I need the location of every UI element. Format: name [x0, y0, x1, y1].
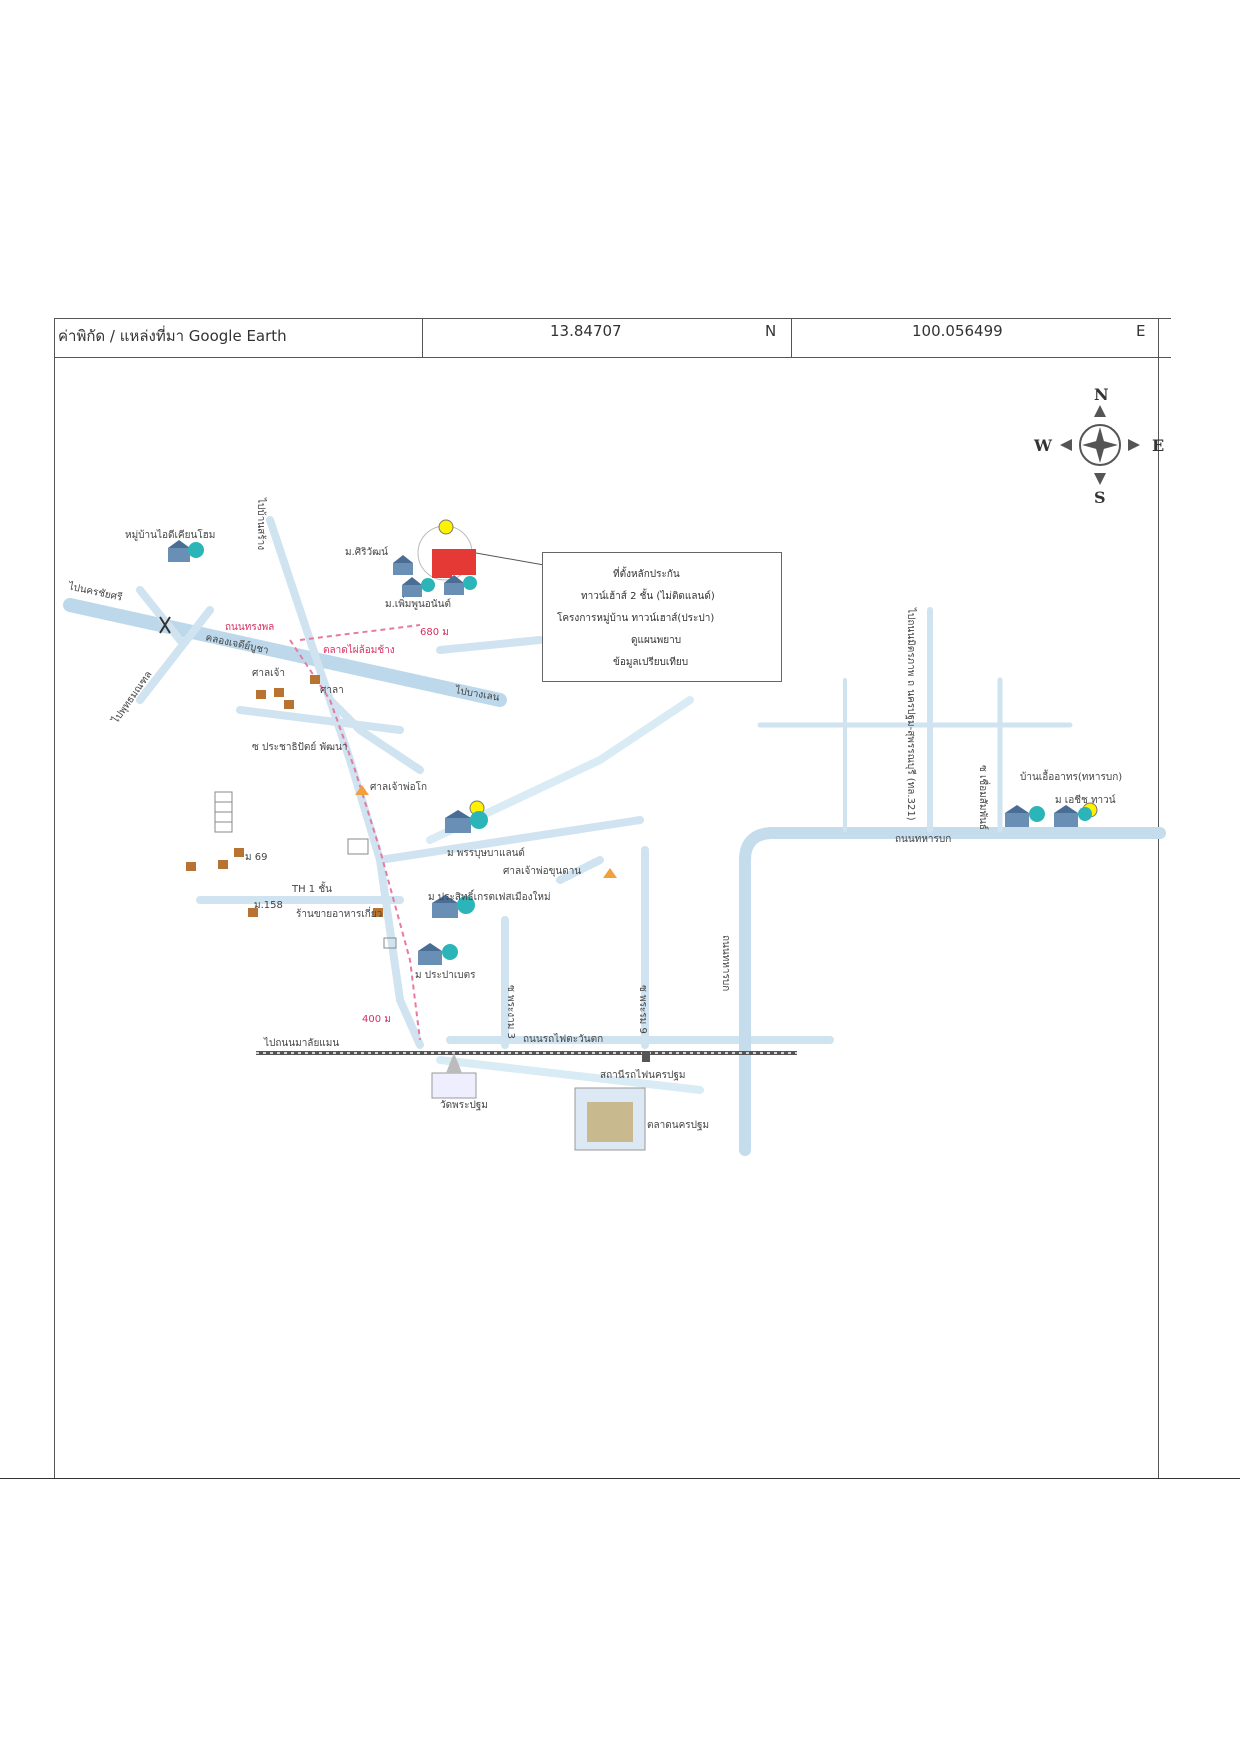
label-to-phetkasem: ไปถนนมาลัยแมน	[264, 1038, 340, 1049]
label-shop: ร้านขายอาหารเกี่ยว	[296, 909, 383, 920]
longitude-value: 100.056499	[912, 322, 1003, 340]
label-village-prasit: ม ประสิทธิ์เกรตเฟสเมืองใหม่	[428, 892, 551, 903]
compass-east: E	[1152, 436, 1165, 455]
label-moo-69: ม 69	[245, 852, 268, 863]
compass-rose	[1060, 405, 1140, 485]
temple-icon	[431, 1053, 477, 1099]
legend-note: ดูแผนพยาบ	[631, 635, 682, 646]
label-shrine-1: ศาลเจ้า	[252, 668, 285, 679]
label-temple: วัดพระปฐม	[440, 1100, 488, 1111]
latitude-value: 13.84707	[550, 322, 622, 340]
shrine-icon	[603, 868, 617, 878]
frame-right	[1158, 318, 1159, 1478]
label-village-prapakorn: ม ประปาเบตร	[415, 970, 476, 981]
village-icons	[168, 540, 1092, 965]
header-top-border	[54, 318, 1171, 319]
label-shrine-pavilion: ศาลา	[320, 685, 344, 696]
header-bottom-border	[54, 357, 1171, 358]
header-divider-2	[791, 318, 792, 358]
label-market-pink: ตลาดไผ่ล้อมช้าง	[323, 645, 395, 656]
frame-left	[54, 318, 55, 1478]
label-distance-400: 400 ม	[362, 1014, 391, 1025]
label-shrine-phosukharn: ศาลเจ้าพ่อขุนดาน	[503, 866, 582, 877]
label-station: สถานีรถไฟนครปฐม	[600, 1070, 686, 1081]
label-soi-cheum: ซ เชื่อมสัมพันธ์	[977, 765, 988, 830]
label-subject-village-2: ม.เพิ่มพูนอนันต์	[385, 599, 451, 610]
legend-project: โครงการหมู่บ้าน ทาวน์เฮาส์(ประปา)	[557, 613, 715, 624]
label-road-hanbok-horizontal: ถนนทหารบก	[895, 834, 952, 845]
longitude-direction: E	[1136, 322, 1146, 340]
label-road-hanbok: ถนนทหารบก	[720, 935, 731, 992]
label-railway: ถนนรถไฟตะวันตก	[523, 1034, 604, 1045]
label-village-top-left: หมู่บ้านไอดีเคียนโฮม	[125, 530, 216, 541]
label-comparable-village-1: บ้านเอื้ออาทร(ทหารบก)	[1020, 772, 1123, 783]
compass-north: N	[1094, 385, 1109, 404]
legend-property-type: ทาวน์เฮ้าส์ 2 ชั้น (ไม่ติดแลนด์)	[581, 591, 715, 602]
label-village-pornbusaba: ม พรรบุษบาแลนด์	[447, 848, 525, 859]
label-distance-680: 680 ม	[420, 627, 449, 638]
market-icon	[574, 1087, 646, 1151]
frame-bottom	[0, 1478, 1240, 1479]
compass-south: S	[1094, 488, 1106, 507]
label-to-ban-kok: ไปบ้านสร้าง	[255, 498, 266, 551]
label-soi: ซ ประชาธิปัตย์ พัฒนา	[252, 742, 348, 753]
legend-comparable-label: ข้อมูลเปรียบเทียบ	[613, 657, 689, 668]
label-to-nakhon-pathom: ไปถนนมิตรภาพ	[905, 608, 916, 677]
label-soi-phra-ngam: ซ พระงาม 3	[505, 985, 516, 1039]
subject-property-marker	[432, 549, 476, 578]
label-market: ตลาดนครปฐม	[647, 1120, 710, 1131]
small-house-icons	[186, 675, 383, 917]
label-road-nakhonpathom: ถ นครปฐม-สุพรรณบุรี (ทล.321)	[905, 680, 916, 821]
label-m158: ม.158	[254, 900, 283, 911]
compass-west: W	[1034, 436, 1052, 455]
label-comparable-village-2: ม เอชีช ทาวน์	[1055, 795, 1116, 806]
header-divider-1	[422, 318, 423, 358]
label-th1: TH 1 ชั้น	[292, 884, 332, 895]
map-legend: ที่ตั้งหลักประกัน ทาวน์เฮ้าส์ 2 ชั้น (ไม…	[542, 552, 782, 682]
shrine-icon	[355, 785, 369, 795]
label-shrine-phokan: ศาลเจ้าพ่อโก	[370, 782, 428, 793]
coordinate-source-label: ค่าพิกัด / แหล่งที่มา Google Earth	[58, 327, 287, 345]
latitude-direction: N	[765, 322, 777, 340]
legend-subject-label: ที่ตั้งหลักประกัน	[613, 569, 680, 580]
label-subject-village: ม.ศิริวัฒน์	[345, 547, 388, 558]
label-road-pink: ถนนทรงพล	[225, 622, 275, 633]
label-soi-phra-rom: ซ พระรม 9	[637, 985, 648, 1034]
